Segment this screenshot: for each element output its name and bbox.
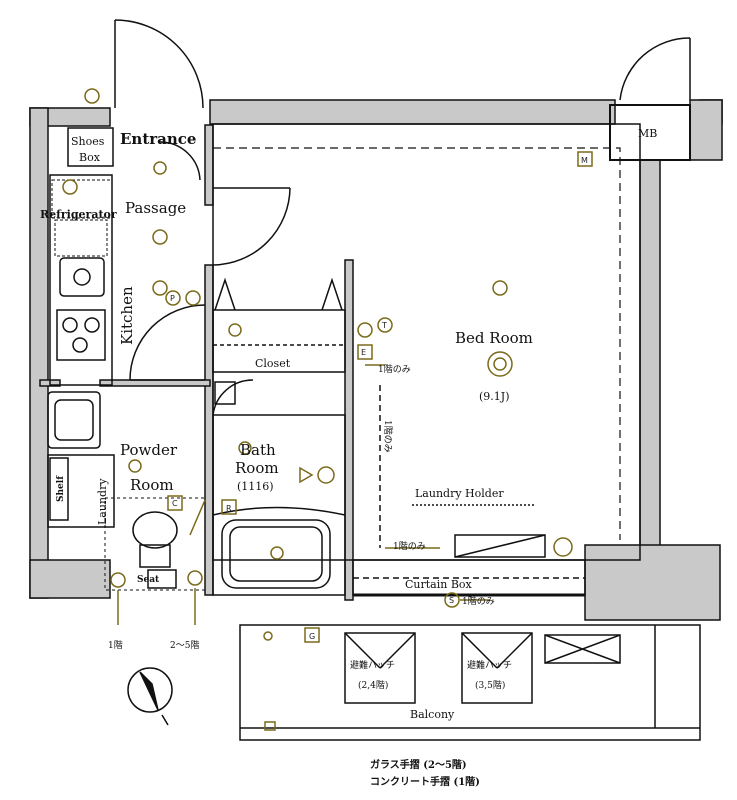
switch-box-icon <box>167 495 183 511</box>
floor1-only-note-c: 1階のみ <box>462 596 495 607</box>
laundry-holder-label: Laundry Holder <box>415 487 504 500</box>
hatch-right-label-2: (3,5階) <box>475 680 505 691</box>
switch-icon <box>165 290 181 306</box>
light-icon <box>238 441 252 455</box>
light-icon <box>84 88 100 104</box>
fixture-line-icon <box>189 499 206 536</box>
light-icon <box>153 161 167 175</box>
shelf-label: Shelf <box>56 475 66 502</box>
bath-room-label-2: Room <box>235 459 279 477</box>
hatch-left-label-2: (2,4階) <box>358 680 388 691</box>
hatch-left-label-1: 避難ハッチ <box>350 659 395 671</box>
bath-room-label-1: Bath <box>240 441 276 459</box>
switch-box-icon <box>357 344 373 360</box>
doors <box>114 19 691 416</box>
g-symbol: G <box>309 632 315 641</box>
drain-icon <box>264 721 276 731</box>
shoes-box-label-2: Box <box>79 151 101 164</box>
powder-room-label-1: Powder <box>120 441 178 459</box>
bed-room-size-label: (9.1J) <box>479 390 510 403</box>
m-symbol: M <box>581 156 588 165</box>
labels: Shoes Box Entrance Passage Refrigerator … <box>40 127 657 788</box>
switch-box-icon <box>221 499 237 515</box>
s-symbol: S <box>449 596 454 605</box>
mb-label: MB <box>638 127 657 140</box>
outlet-icon <box>110 572 126 588</box>
entrance-label: Entrance <box>120 130 196 148</box>
ceiling-light-inner-icon <box>493 357 507 371</box>
switch-icon <box>444 592 460 608</box>
drain-icon <box>263 631 273 641</box>
floor1-only-note-b: 1階のみ <box>393 541 426 552</box>
laundry-label: Laundry <box>96 478 109 525</box>
fixtures <box>62 88 593 731</box>
light-icon <box>62 179 78 195</box>
light-icon <box>152 229 168 245</box>
floor2-5-note: 2～5階 <box>170 640 199 651</box>
curtain-box-label: Curtain Box <box>405 578 473 591</box>
refrigerator-label: Refrigerator <box>40 208 117 221</box>
bed-room-label: Bed Room <box>455 329 533 347</box>
shoes-box-label-1: Shoes <box>71 135 105 148</box>
switch-icon <box>357 322 373 338</box>
light-icon <box>152 280 168 296</box>
outlet-icon <box>553 537 573 557</box>
e-symbol: E <box>361 348 366 357</box>
light-icon <box>228 323 242 337</box>
drain-icon <box>270 546 284 560</box>
glass-rail-note: ガラス手摺 (2～5階) <box>370 758 467 771</box>
light-icon <box>128 459 142 473</box>
walls <box>29 99 723 621</box>
floor1-only-note-a: 1階のみ <box>378 364 411 375</box>
bath-room-size-label: (1116) <box>237 480 274 493</box>
floor1-only-note-vertical: 1階のみ <box>382 420 393 453</box>
passage-label: Passage <box>125 199 186 217</box>
kitchen-label: Kitchen <box>118 286 136 345</box>
compass-icon <box>127 667 173 726</box>
gas-box-icon <box>304 627 320 643</box>
switch-icon <box>185 290 201 306</box>
c-symbol: C <box>172 499 178 508</box>
interior-lines <box>47 104 701 741</box>
concrete-rail-note: コンクリート手摺 (1階) <box>370 775 480 788</box>
meter-box-icon <box>577 151 593 167</box>
hatch-right-label-1: 避難ハッチ <box>467 659 512 671</box>
fan-icon <box>299 466 314 484</box>
outlet-icon <box>187 570 203 586</box>
closet-label: Closet <box>255 357 291 370</box>
r-symbol: R <box>226 504 232 513</box>
ceiling-light-icon <box>487 351 513 377</box>
powder-room-label-2: Room <box>130 476 174 494</box>
fan-icon <box>317 466 335 484</box>
seat-label: Seat <box>137 575 160 585</box>
light-icon <box>492 280 508 296</box>
balcony-label: Balcony <box>410 708 455 721</box>
p-symbol: P <box>170 294 175 303</box>
floor1-note: 1階 <box>108 640 123 651</box>
ps-box-icon <box>214 381 236 405</box>
t-symbol: T <box>381 321 387 330</box>
switch-icon <box>377 317 393 333</box>
